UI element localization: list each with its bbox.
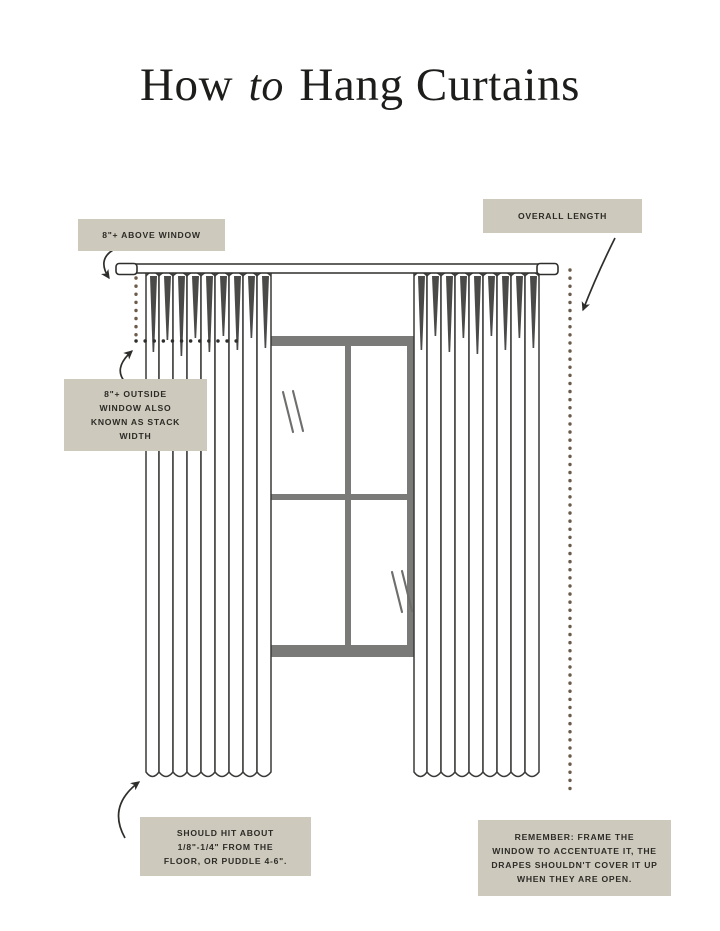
callout-remember-frame-line-4: WHEN THEY ARE OPEN. — [516, 874, 632, 884]
curtain-panel-right — [413, 271, 540, 778]
arrow-above-window — [100, 249, 114, 280]
title-part-2: Hang Curtains — [299, 59, 580, 111]
curtain-panel-left — [145, 271, 272, 778]
rod-finial-right — [536, 262, 559, 276]
callout-floor-clearance-line-2: 1/8"-1/4" FROM THE — [177, 841, 274, 852]
callout-remember-frame-line-1: REMEMBER: FRAME THE — [514, 832, 635, 842]
curtain-pleats-right — [418, 276, 537, 354]
callout-remember-frame-line-2: WINDOW TO ACCENTUATE IT, THE — [492, 846, 657, 856]
callout-stack-width-line-1: 8"+ OUTSIDE — [104, 389, 167, 399]
callout-above-window: 8"+ ABOVE WINDOW — [78, 219, 225, 251]
title-part-1: How — [140, 59, 234, 111]
callout-stack-width-line-3: KNOWN AS STACK — [90, 417, 181, 427]
arrow-floor-clearance — [117, 781, 141, 839]
callout-remember-frame: REMEMBER: FRAME THE WINDOW TO ACCENTUATE… — [478, 820, 671, 896]
arrow-overall-length — [581, 237, 616, 312]
callout-overall-length: OVERALL LENGTH — [483, 199, 642, 233]
glass-shine-lines — [281, 389, 414, 614]
page-title: How to Hang Curtains — [0, 58, 720, 112]
callout-stack-width-line-2: WINDOW ALSO — [99, 403, 172, 413]
callout-floor-clearance-line-1: SHOULD HIT ABOUT — [176, 827, 275, 838]
callout-stack-width-line-4: WIDTH — [119, 431, 152, 441]
callout-floor-clearance: SHOULD HIT ABOUT 1/8"-1/4" FROM THE FLOO… — [140, 817, 311, 876]
callout-floor-clearance-line-3: FLOOR, OR PUDDLE 4-6". — [163, 855, 288, 866]
callout-stack-width: 8"+ OUTSIDE WINDOW ALSO KNOWN AS STACK W… — [64, 379, 207, 451]
callout-overall-length-line-1: OVERALL LENGTH — [517, 211, 608, 221]
curtain-rod — [130, 263, 556, 274]
rod-finial-left — [115, 262, 138, 276]
curtain-pleats-left — [150, 276, 269, 356]
title-italic-word: to — [248, 61, 284, 110]
callout-above-window-line-1: 8"+ ABOVE WINDOW — [102, 230, 201, 240]
callout-remember-frame-line-3: DRAPES SHOULDN'T COVER IT UP — [491, 860, 658, 870]
